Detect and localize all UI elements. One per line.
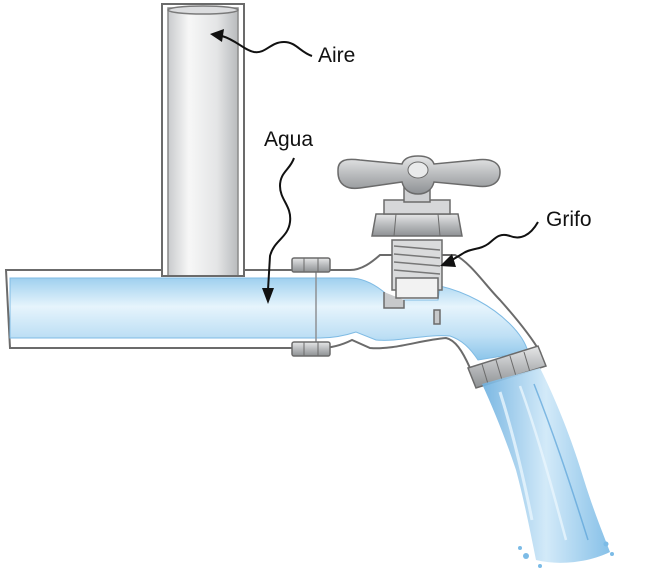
- air-pointer: [210, 29, 313, 57]
- spout-ring: [467, 345, 547, 389]
- pipe-nut-bottom: [291, 341, 331, 357]
- valve-partition: [383, 292, 441, 325]
- water-label: Agua: [264, 128, 313, 151]
- faucet-valve: [337, 155, 501, 299]
- faucet-pointer: [440, 221, 539, 267]
- air-column: [161, 3, 245, 279]
- pipe-nut-top: [291, 257, 331, 273]
- water-pointer: [262, 157, 295, 304]
- faucet-label: Grifo: [546, 208, 592, 231]
- air-label: Aire: [318, 44, 355, 67]
- water-stream: [482, 368, 614, 568]
